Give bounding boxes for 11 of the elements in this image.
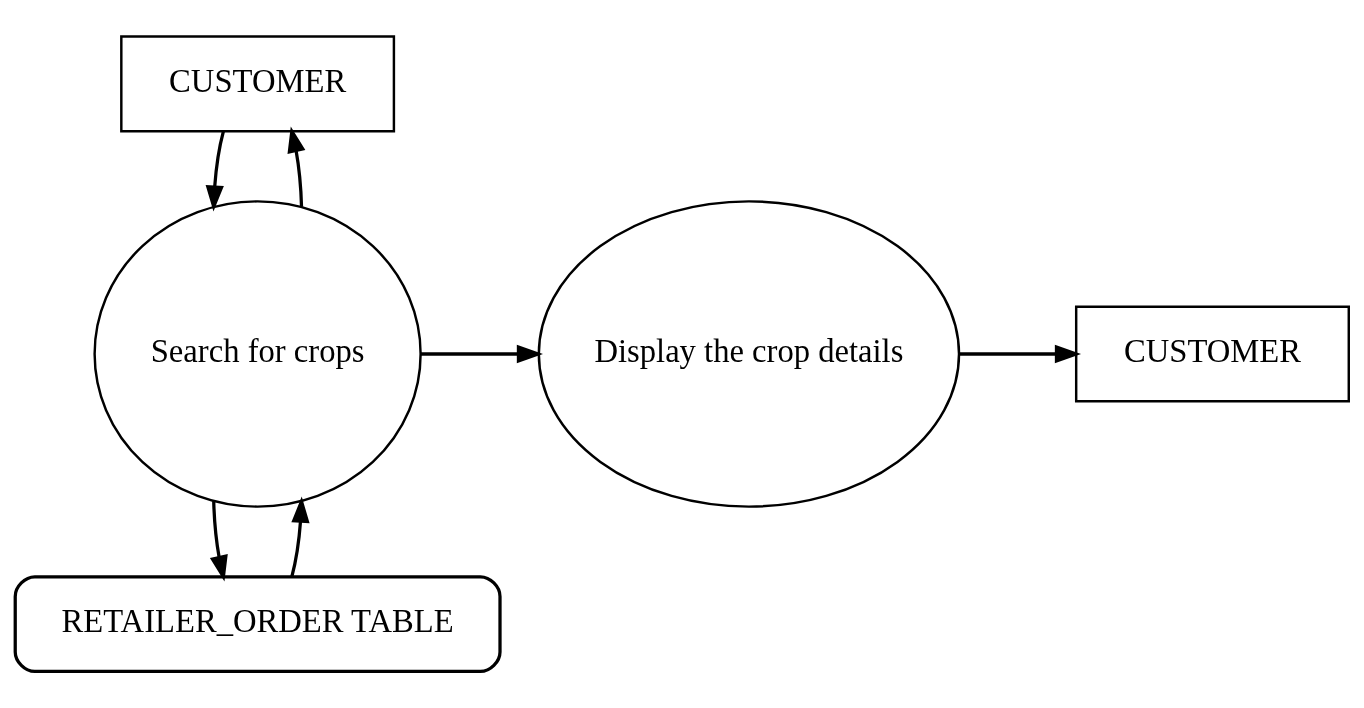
arrow bbox=[290, 496, 310, 578]
node-box: RETAILER_ORDER TABLE bbox=[13, 575, 502, 674]
node-circle: Search for crops bbox=[93, 200, 422, 508]
arrow bbox=[209, 501, 228, 582]
arrow bbox=[287, 126, 306, 207]
arrow bbox=[420, 344, 543, 364]
node-box: CUSTOMER bbox=[1074, 305, 1350, 403]
arrow bbox=[205, 130, 225, 212]
arrow bbox=[959, 344, 1081, 364]
node-ellipse: Display the crop details bbox=[537, 200, 961, 508]
node-box: CUSTOMER bbox=[120, 35, 396, 133]
